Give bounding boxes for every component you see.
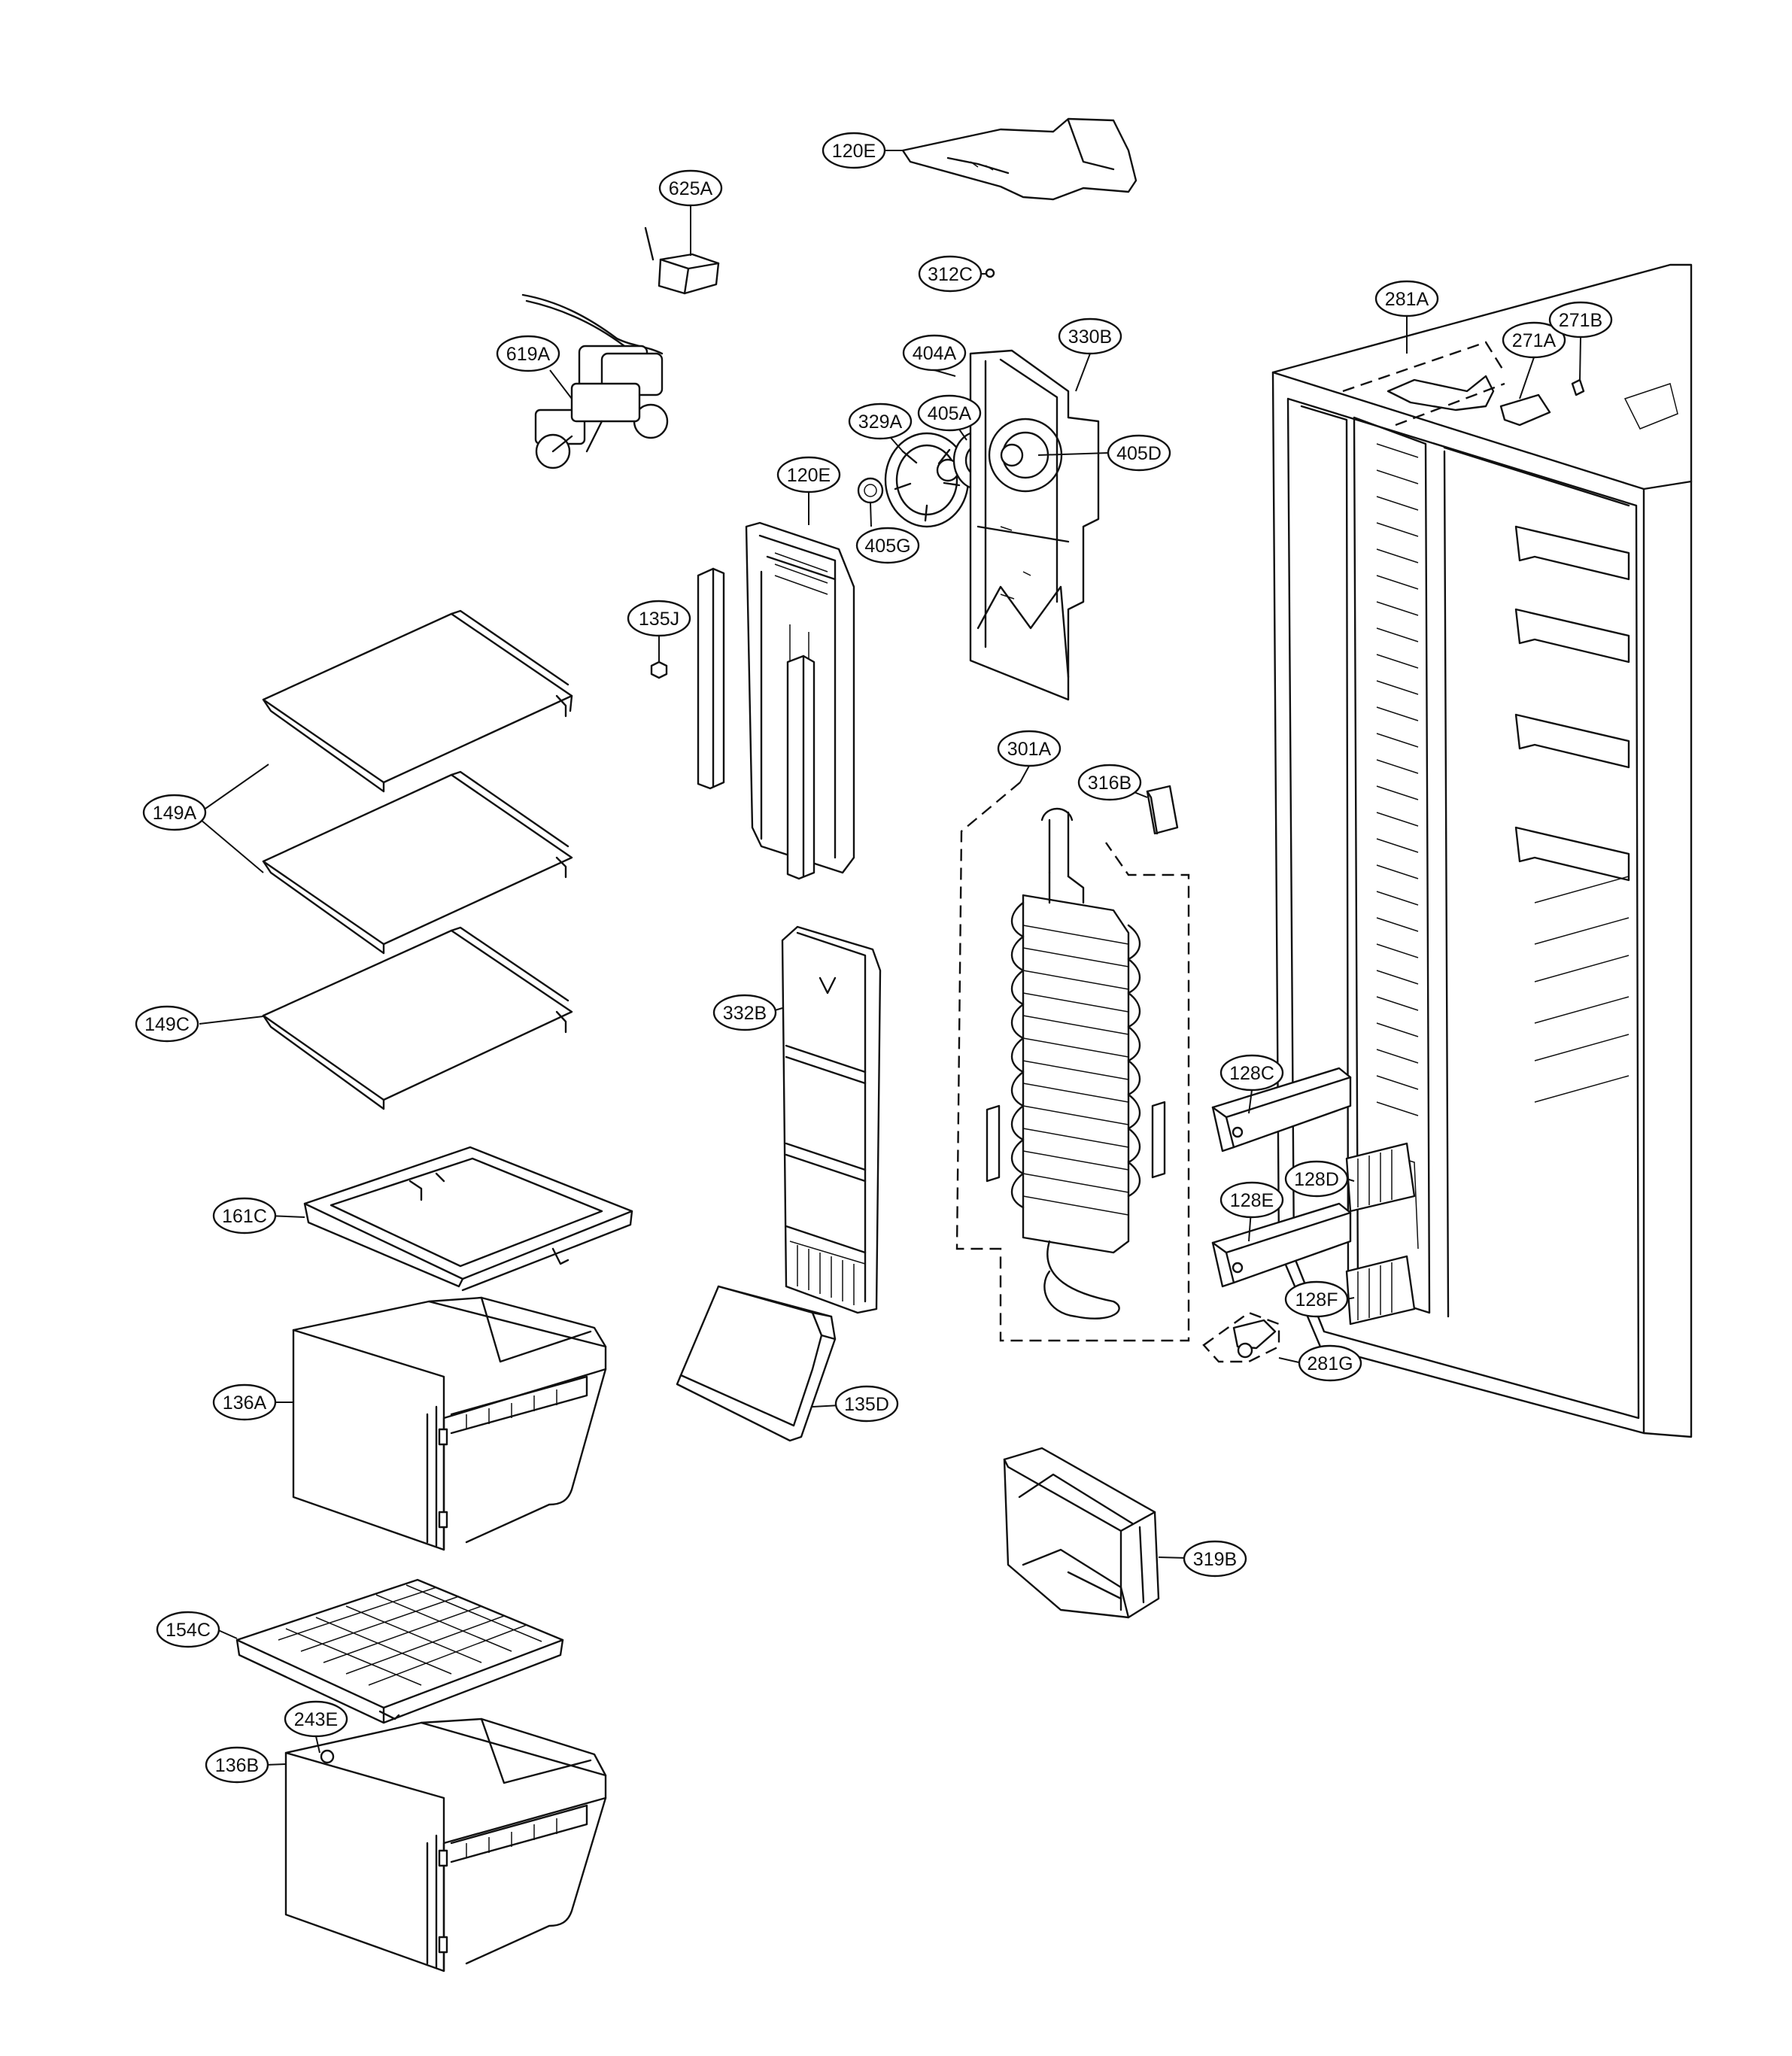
callout-329a: 329A bbox=[848, 402, 913, 440]
part-128f-rail bbox=[1345, 1255, 1416, 1326]
callout-332b: 332B bbox=[712, 994, 777, 1031]
callout-135j: 135J bbox=[627, 600, 691, 637]
svg-text:135J: 135J bbox=[639, 609, 679, 630]
callout-405a: 405A bbox=[917, 394, 982, 432]
callout-281a: 281A bbox=[1374, 280, 1439, 317]
svg-text:135D: 135D bbox=[844, 1394, 889, 1415]
callout-161c: 161C bbox=[212, 1197, 277, 1235]
part-128d-rail bbox=[1345, 1142, 1416, 1213]
svg-text:316B: 316B bbox=[1088, 773, 1131, 794]
part-135j-strip bbox=[697, 567, 725, 790]
svg-text:128D: 128D bbox=[1294, 1169, 1339, 1190]
callout-405g: 405G bbox=[855, 527, 920, 564]
svg-text:312C: 312C bbox=[928, 264, 973, 285]
part-316b bbox=[1146, 785, 1179, 835]
svg-text:405D: 405D bbox=[1116, 443, 1162, 464]
callout-128d: 128D bbox=[1284, 1160, 1349, 1198]
callout-271a: 271A bbox=[1502, 321, 1566, 359]
svg-text:154C: 154C bbox=[166, 1620, 211, 1641]
svg-text:161C: 161C bbox=[222, 1206, 267, 1227]
callout-136a: 136A bbox=[212, 1383, 277, 1421]
callout-128f: 128F bbox=[1284, 1280, 1349, 1318]
svg-text:149A: 149A bbox=[153, 803, 197, 824]
callout-405d: 405D bbox=[1107, 434, 1171, 472]
callout-316b: 316B bbox=[1077, 764, 1142, 801]
svg-text:301A: 301A bbox=[1007, 739, 1052, 760]
svg-text:128E: 128E bbox=[1230, 1190, 1274, 1211]
part-281a-group bbox=[1342, 341, 1506, 427]
part-161c-tray bbox=[303, 1146, 633, 1292]
callout-243e: 243E bbox=[284, 1700, 348, 1738]
part-149a-shelf-lower bbox=[262, 770, 573, 955]
svg-text:625A: 625A bbox=[669, 178, 713, 199]
part-149a-shelf-upper bbox=[262, 609, 573, 793]
part-136b-crisper-drawer bbox=[284, 1717, 607, 1972]
callout-136b: 136B bbox=[205, 1746, 269, 1784]
callout-149c: 149C bbox=[135, 1005, 199, 1043]
callout-330b: 330B bbox=[1058, 317, 1122, 355]
svg-text:243E: 243E bbox=[294, 1709, 338, 1730]
svg-text:149C: 149C bbox=[144, 1014, 190, 1035]
part-135d-cover bbox=[676, 1285, 837, 1442]
callout-319b: 319B bbox=[1183, 1540, 1247, 1578]
callout-128c: 128C bbox=[1219, 1054, 1284, 1092]
part-312c bbox=[985, 268, 995, 278]
svg-text:405A: 405A bbox=[928, 403, 972, 424]
callout-301a: 301A bbox=[997, 730, 1062, 767]
svg-text:319B: 319B bbox=[1193, 1549, 1237, 1570]
callout-281g: 281G bbox=[1298, 1344, 1362, 1382]
part-154c-tray bbox=[235, 1578, 564, 1724]
part-332b-rear-panel bbox=[781, 925, 882, 1314]
part-149c-shelf bbox=[262, 926, 573, 1110]
callout-625a: 625A bbox=[658, 169, 723, 207]
callout-619a: 619A bbox=[496, 335, 560, 372]
callout-149a: 149A bbox=[142, 794, 207, 831]
svg-text:330B: 330B bbox=[1068, 326, 1112, 348]
part-136a-crisper-drawer bbox=[292, 1296, 607, 1551]
callout-128e: 128E bbox=[1219, 1181, 1284, 1219]
svg-text:128F: 128F bbox=[1295, 1289, 1338, 1310]
part-625a bbox=[644, 226, 720, 295]
svg-text:120E: 120E bbox=[787, 465, 831, 486]
part-301a-evaporator bbox=[986, 807, 1166, 1320]
svg-text:281A: 281A bbox=[1385, 289, 1429, 310]
callout-154c: 154C bbox=[156, 1611, 220, 1648]
callout-404a: 404A bbox=[902, 334, 967, 372]
part-120e-top-duct bbox=[901, 117, 1137, 201]
svg-text:404A: 404A bbox=[913, 343, 957, 364]
svg-text:329A: 329A bbox=[858, 412, 903, 433]
svg-text:120E: 120E bbox=[832, 141, 876, 162]
part-619a-water-valve bbox=[521, 293, 669, 469]
part-135j-plug bbox=[650, 661, 668, 679]
svg-text:619A: 619A bbox=[506, 344, 551, 365]
part-128c-rail bbox=[1211, 1067, 1352, 1153]
svg-text:405G: 405G bbox=[864, 536, 910, 557]
part-cabinet bbox=[1271, 263, 1693, 1438]
callout-271b: 271B bbox=[1548, 301, 1613, 339]
callout-312c: 312C bbox=[918, 255, 983, 293]
svg-text:332B: 332B bbox=[723, 1003, 767, 1024]
svg-text:136A: 136A bbox=[223, 1392, 267, 1414]
svg-text:281G: 281G bbox=[1307, 1353, 1353, 1374]
callout-120e-mid: 120E bbox=[776, 456, 841, 494]
svg-text:128C: 128C bbox=[1229, 1063, 1274, 1084]
part-120e-strip bbox=[786, 654, 816, 880]
part-319b-cover bbox=[1003, 1447, 1160, 1619]
part-330b-evaporator-cover bbox=[969, 349, 1100, 701]
callout-135d: 135D bbox=[834, 1385, 899, 1423]
svg-text:136B: 136B bbox=[215, 1755, 259, 1776]
part-281g-bracket bbox=[1202, 1311, 1280, 1363]
svg-text:271B: 271B bbox=[1559, 310, 1602, 331]
svg-text:271A: 271A bbox=[1512, 330, 1557, 351]
part-405g bbox=[857, 477, 884, 504]
part-128e-rail bbox=[1211, 1202, 1352, 1288]
callout-120e-top: 120E bbox=[822, 132, 886, 169]
part-329a-fan bbox=[884, 432, 970, 528]
